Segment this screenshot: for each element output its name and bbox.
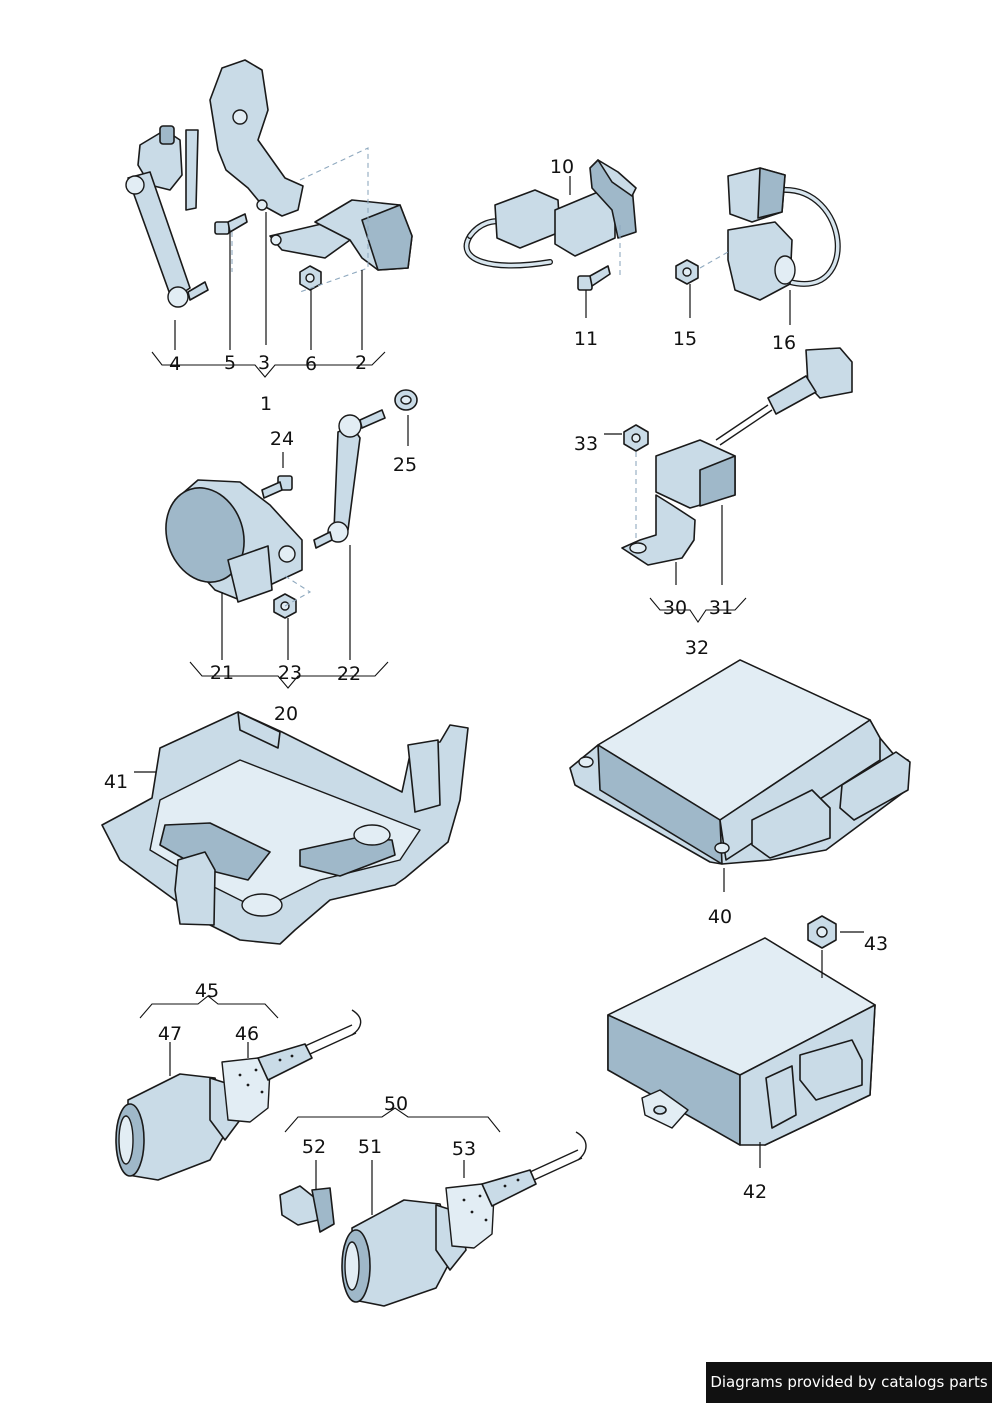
label-47: 47: [158, 1023, 182, 1045]
label-40: 40: [708, 906, 732, 928]
part-21-level-sender[interactable]: [154, 478, 303, 603]
label-42: 42: [743, 1181, 767, 1203]
part-4-coupling-rod[interactable]: [125, 125, 209, 308]
label-52: 52: [302, 1136, 326, 1158]
label-24: 24: [270, 428, 294, 450]
part-6-nut[interactable]: [299, 265, 322, 291]
label-4: 4: [169, 353, 181, 375]
part-3-bracket[interactable]: [209, 59, 304, 217]
label-50: 50: [384, 1093, 408, 1115]
part-31-sensor[interactable]: [655, 347, 853, 509]
label-51: 51: [358, 1136, 382, 1158]
label-43: 43: [864, 933, 888, 955]
part-33-nut[interactable]: [623, 424, 649, 452]
part-11-screw[interactable]: [577, 265, 611, 291]
label-1: 1: [260, 393, 272, 415]
part-46-seal-and-wire[interactable]: [221, 1009, 362, 1123]
part-30-bracket[interactable]: [621, 494, 696, 566]
part-47-connector-housing[interactable]: [115, 1073, 241, 1181]
label-33: 33: [574, 433, 598, 455]
part-15-nut[interactable]: [675, 259, 699, 285]
label-11: 11: [574, 328, 598, 350]
label-23: 23: [278, 662, 302, 684]
part-43-nut[interactable]: [807, 915, 837, 949]
label-45: 45: [195, 980, 219, 1002]
part-24-screw[interactable]: [261, 475, 293, 499]
label-6: 6: [305, 353, 317, 375]
label-22: 22: [337, 663, 361, 685]
part-53-seal-and-wire[interactable]: [445, 1131, 587, 1249]
label-32: 32: [685, 637, 709, 659]
part-52-retainer[interactable]: [279, 1185, 335, 1233]
label-20: 20: [274, 703, 298, 725]
label-15: 15: [673, 328, 697, 350]
label-5: 5: [224, 352, 236, 374]
label-21: 21: [210, 662, 234, 684]
part-2-level-sender[interactable]: [269, 199, 413, 271]
label-16: 16: [772, 332, 796, 354]
part-51-connector-housing[interactable]: [341, 1199, 467, 1307]
label-53: 53: [452, 1138, 476, 1160]
part-10-connector-bracket[interactable]: [463, 159, 637, 269]
part-5-screw[interactable]: [214, 213, 248, 235]
label-10: 10: [550, 156, 574, 178]
part-40-control-unit[interactable]: [569, 659, 911, 865]
label-25: 25: [393, 454, 417, 476]
part-25-nut[interactable]: [394, 389, 418, 411]
credit-banner[interactable]: Diagrams provided by catalogs parts: [706, 1362, 992, 1403]
label-2: 2: [355, 352, 367, 374]
part-16-sensor-holder[interactable]: [727, 167, 841, 301]
label-46: 46: [235, 1023, 259, 1045]
label-30: 30: [663, 597, 687, 619]
label-3: 3: [258, 352, 270, 374]
part-42-control-unit[interactable]: [607, 937, 876, 1146]
label-31: 31: [709, 597, 733, 619]
part-22-coupling-rod[interactable]: [313, 409, 386, 549]
part-41-mounting-tray[interactable]: [101, 711, 469, 945]
label-41: 41: [104, 771, 128, 793]
